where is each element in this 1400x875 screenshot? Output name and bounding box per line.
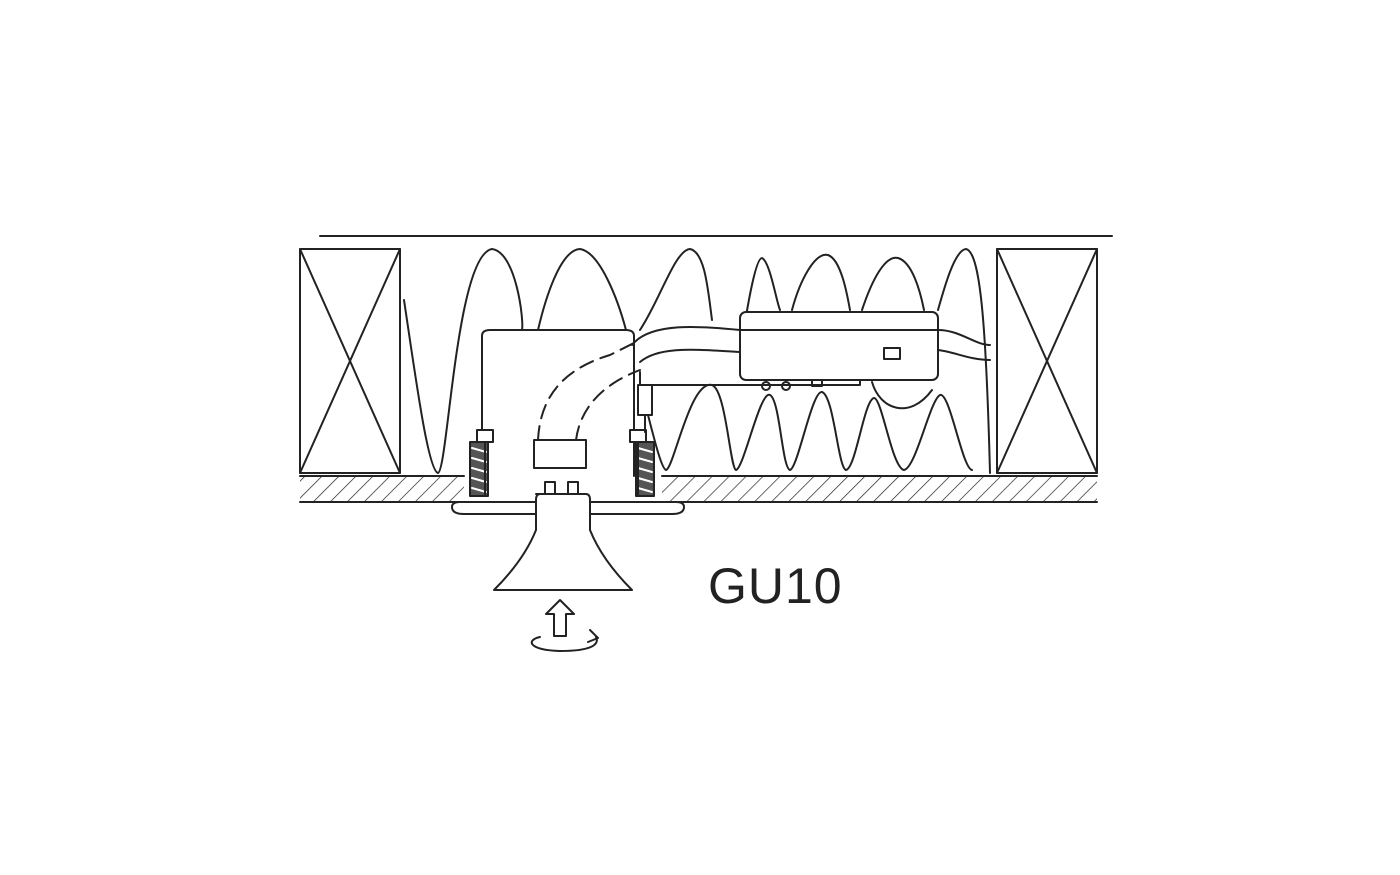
insulation-wave: [403, 248, 991, 474]
supply-cable: [631, 325, 741, 346]
rotate-clockwise-icon: [530, 629, 599, 652]
right-spring-clip: [629, 429, 655, 497]
downlight-housing: [481, 329, 635, 477]
up-arrow-icon: [545, 599, 575, 637]
plasterboard-ceiling: [299, 475, 1098, 503]
led-driver-box: [739, 311, 939, 391]
right-wooden-beam: [996, 248, 1098, 474]
cable-clamp: [637, 384, 653, 416]
insulation-wave-lower: [639, 383, 973, 471]
left-wooden-beam: [299, 248, 401, 474]
lamp-type-label: GU10: [708, 558, 843, 614]
internal-cable-dashed: [537, 339, 641, 441]
driver-bracket: [639, 371, 861, 386]
lamp-holder: [533, 439, 587, 469]
left-spring-clip: [469, 429, 494, 497]
gu10-lamp: [493, 493, 633, 591]
gu10-pins: [544, 481, 579, 495]
mains-cable: [937, 329, 991, 346]
